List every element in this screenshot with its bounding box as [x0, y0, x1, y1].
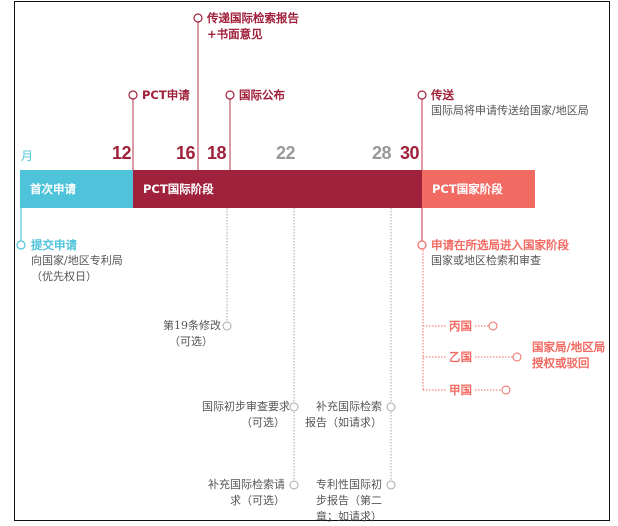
- month-18: 18: [207, 143, 227, 163]
- isr-label-1: 传递国际检索报告: [207, 11, 299, 25]
- frame: [14, 1, 610, 521]
- axis-unit: 月: [21, 149, 34, 163]
- phase-first-filing: 首次申请: [20, 170, 133, 208]
- grant-refusal-line1: 国家局/地区局: [532, 340, 606, 354]
- pct-filing-label: PCT申请: [142, 88, 190, 102]
- national-entry-marker: [417, 240, 427, 250]
- country-b: 乙国: [449, 350, 472, 364]
- phase-national: PCT国家阶段: [422, 170, 535, 208]
- country-a: 甲国: [449, 383, 472, 397]
- national-entry-desc: 国家或地区检索和审查: [431, 254, 541, 267]
- isr-label-2: +书面意见: [207, 27, 263, 41]
- sisr-label-2: 报告（如请求）: [305, 416, 382, 429]
- transmit-title: 传送: [431, 88, 454, 102]
- month-16: 16: [176, 143, 196, 163]
- country-c-marker: [488, 321, 498, 331]
- month-28: 28: [372, 143, 392, 163]
- grant-refusal-line2: 授权或驳回: [532, 356, 590, 370]
- filing-line1: 向国家/地区专利局: [31, 254, 123, 267]
- ipe-label-2: （可选）: [241, 416, 285, 429]
- sis-request-marker: [289, 480, 299, 490]
- publication-marker: [225, 90, 235, 100]
- country-b-marker: [512, 352, 522, 362]
- national-entry-title: 申请在所选局进入国家阶段: [431, 238, 569, 252]
- country-a-marker: [501, 385, 511, 395]
- isr-marker: [193, 13, 203, 23]
- month-12: 12: [112, 143, 132, 163]
- sis-request-label-1: 补充国际检索请: [208, 478, 285, 491]
- art19-label-1: 第19条修改: [163, 319, 221, 332]
- iprp-label-2: 步报告（第二: [316, 494, 382, 507]
- filing-line2: （优先权日）: [31, 270, 97, 283]
- sisr-label-1: 补充国际检索: [316, 400, 382, 413]
- pct-filing-marker: [128, 90, 138, 100]
- art19-marker: [222, 321, 232, 331]
- transmit-desc: 国际局将申请传送给国家/地区局: [431, 104, 589, 117]
- sisr-marker: [386, 402, 396, 412]
- month-22: 22: [276, 143, 296, 163]
- iprp-label-3: 章；如请求）: [316, 510, 382, 523]
- ipe-marker: [289, 402, 299, 412]
- ipe-label-1: 国际初步审查要求: [202, 400, 290, 413]
- month-30: 30: [400, 143, 420, 163]
- sis-request-label-2: 求（可选）: [230, 494, 285, 507]
- filing-title: 提交申请: [31, 238, 77, 252]
- iprp-label-1: 专利性国际初: [316, 478, 382, 491]
- country-c: 丙国: [449, 319, 472, 333]
- publication-label: 国际公布: [239, 88, 285, 102]
- iprp-marker: [386, 480, 396, 490]
- transmit-marker: [417, 90, 427, 100]
- art19-label-2: （可选）: [169, 335, 213, 348]
- filing-marker: [16, 240, 26, 250]
- phase-international: PCT国际阶段: [133, 170, 422, 208]
